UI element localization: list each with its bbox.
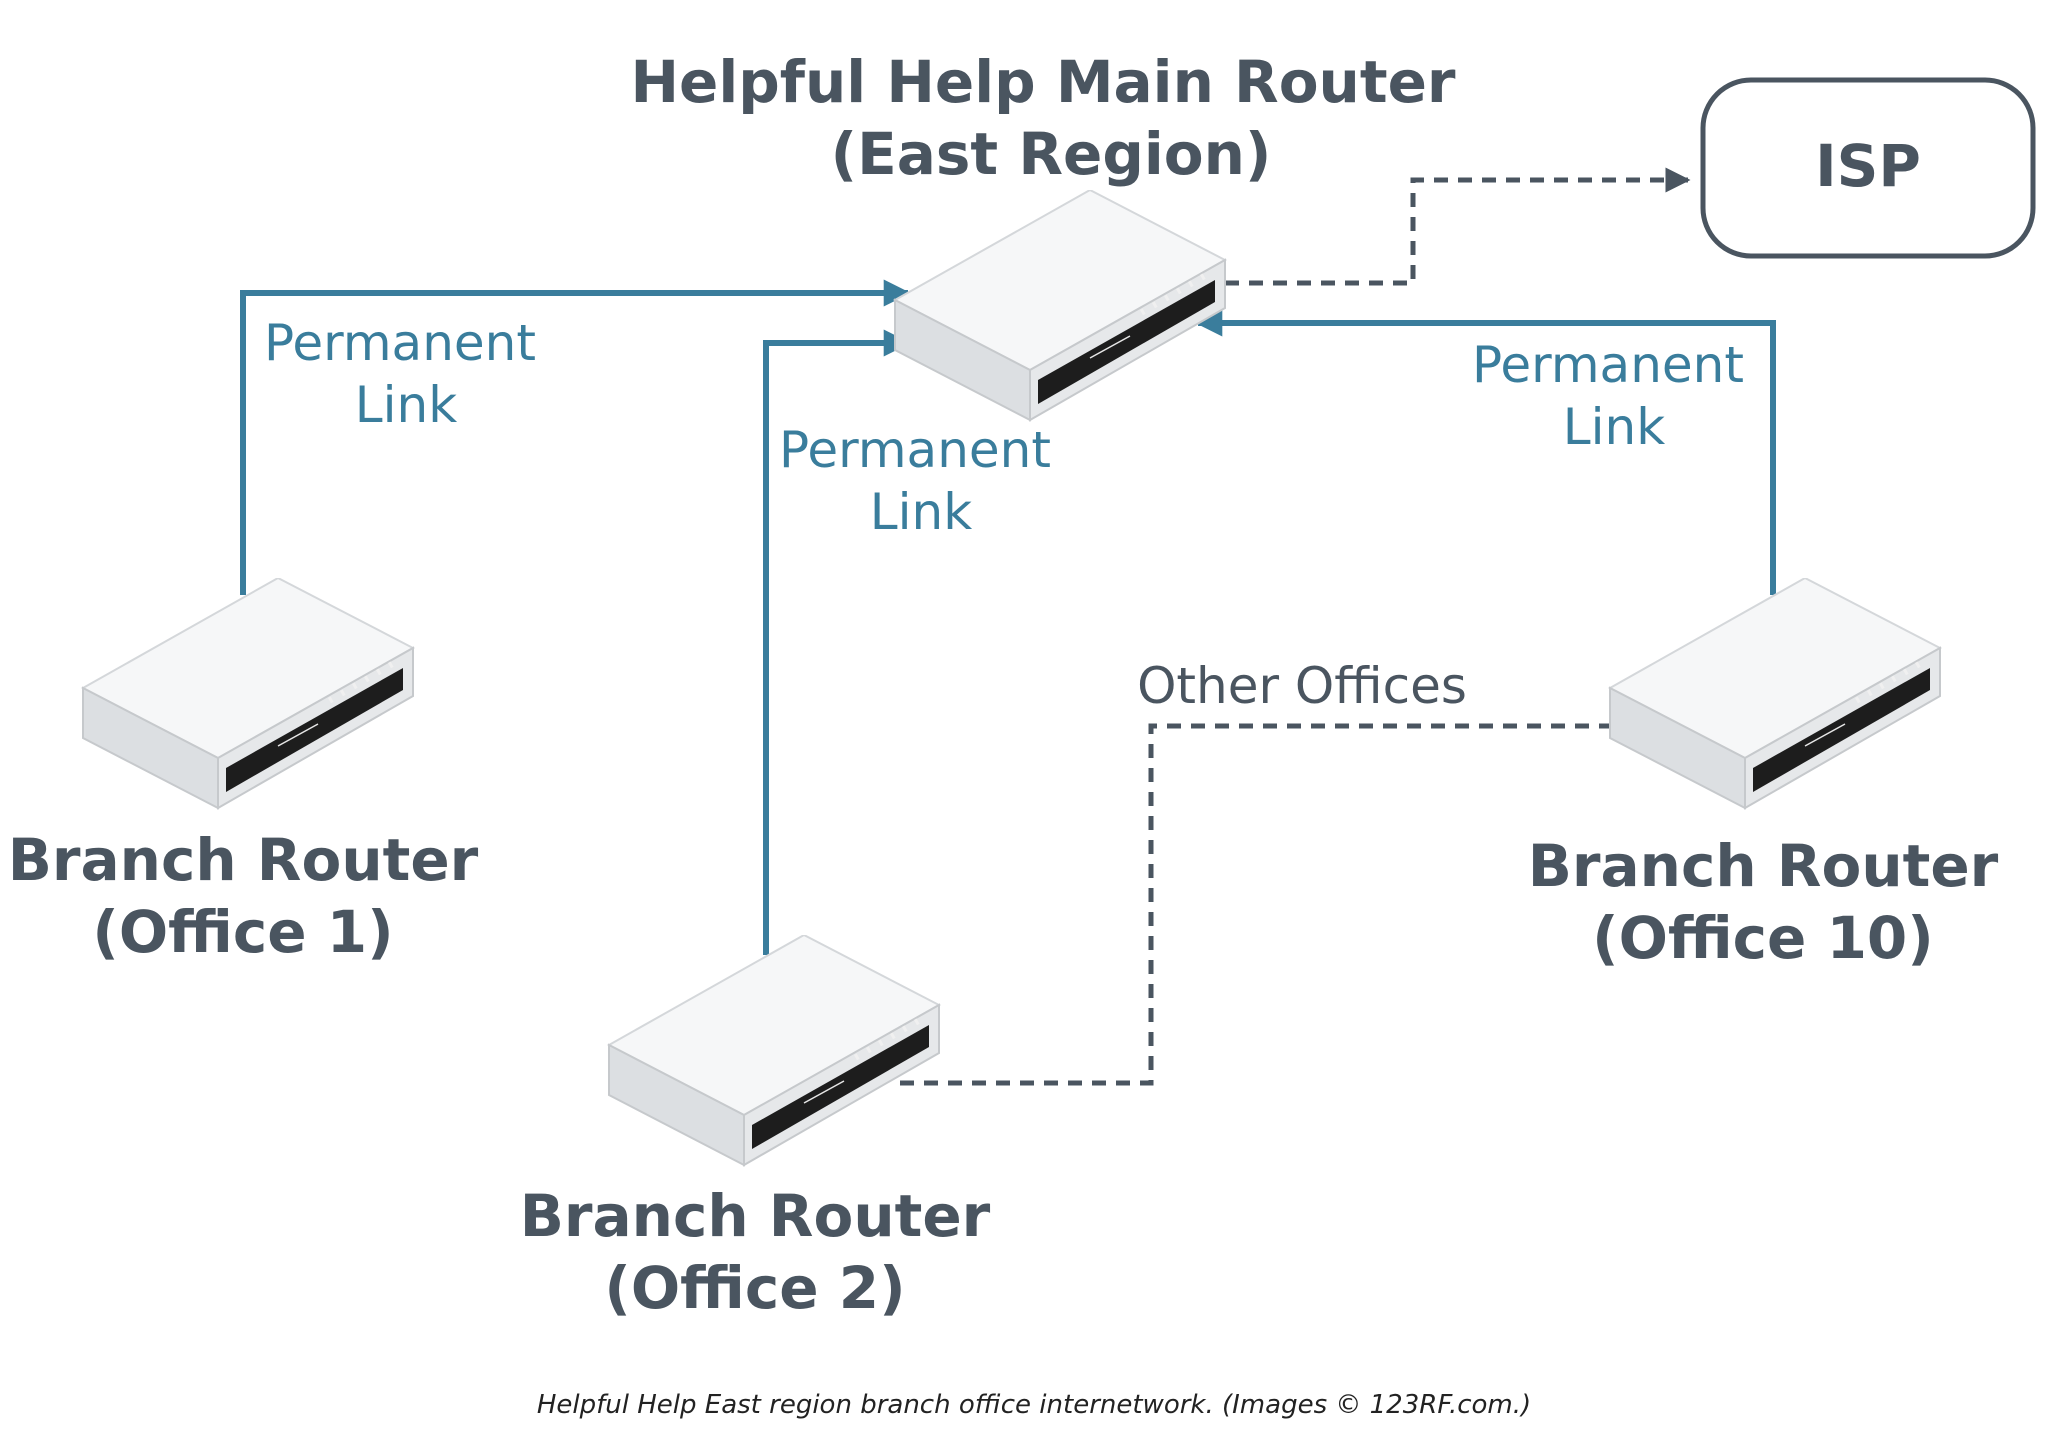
office2-label-line1: Branch Router bbox=[520, 1182, 991, 1250]
office1-router-icon bbox=[82, 578, 414, 809]
figure-caption: Helpful Help East region branch office i… bbox=[536, 1390, 1532, 1420]
link-label-office2-line2: Link bbox=[870, 483, 972, 541]
isp-box bbox=[1700, 77, 2036, 259]
office1-label-line1: Branch Router bbox=[8, 826, 479, 894]
main-router-title-line2: (East Region) bbox=[831, 120, 1272, 188]
link-label-office2-line1: Permanent bbox=[779, 421, 1051, 479]
main-router-icon bbox=[894, 190, 1226, 421]
main-router-title-line1: Helpful Help Main Router bbox=[630, 48, 1455, 116]
link-label-office1-line2: Link bbox=[355, 376, 457, 434]
isp-link bbox=[1225, 167, 1691, 286]
link-label-office10-line2: Link bbox=[1563, 398, 1665, 456]
other-offices-label: Other Offices bbox=[1137, 657, 1467, 715]
link-label-office1-line1: Permanent bbox=[264, 314, 536, 372]
permanent-link-office10 bbox=[1195, 309, 1776, 595]
permanent-link-office2 bbox=[763, 329, 911, 955]
office2-label-line2: (Office 2) bbox=[604, 1254, 905, 1322]
office2-router-icon bbox=[608, 935, 940, 1166]
link-label-office10-line1: Permanent bbox=[1472, 336, 1744, 394]
isp-label: ISP bbox=[1815, 132, 1921, 200]
office10-label-line1: Branch Router bbox=[1528, 832, 1999, 900]
office1-label-line2: (Office 1) bbox=[92, 898, 393, 966]
office10-label-line2: (Office 10) bbox=[1592, 904, 1934, 972]
permanent-link-office1 bbox=[240, 279, 911, 595]
other-offices-link bbox=[900, 723, 1610, 1086]
office10-router-icon bbox=[1609, 578, 1941, 809]
